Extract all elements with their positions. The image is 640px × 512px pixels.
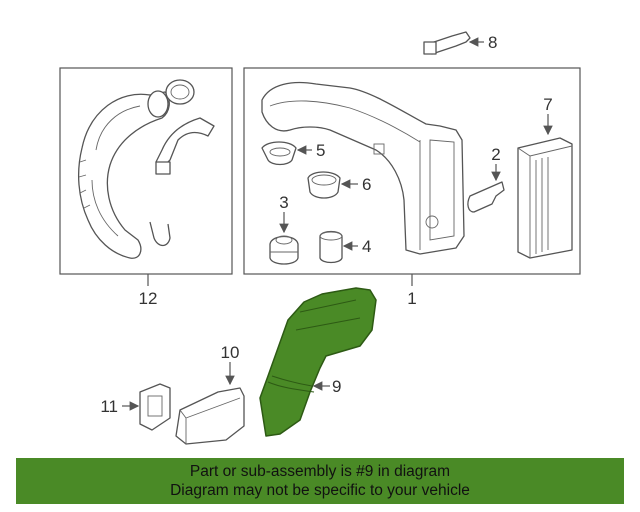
callout-11: 11	[100, 397, 118, 416]
callout-9: 9	[332, 377, 341, 396]
callout-2: 2	[491, 145, 500, 164]
mount-3-part[interactable]	[269, 235, 299, 265]
callout-6: 6	[362, 175, 371, 194]
air-cleaner-housing-part[interactable]	[261, 81, 465, 255]
callout-4: 4	[362, 237, 371, 256]
air-duct-9-part[interactable]	[259, 287, 377, 437]
banner-line-2: Diagram may not be specific to your vehi…	[170, 482, 470, 499]
assembly-12-frame	[59, 67, 233, 275]
callout-12: 12	[139, 289, 158, 308]
wire-clip-part[interactable]	[149, 221, 171, 247]
grommet-5-part[interactable]	[261, 141, 297, 166]
info-banner: Part or sub-assembly is #9 in diagram Di…	[16, 458, 624, 504]
deflector-10-part[interactable]	[175, 387, 245, 445]
hose-clamp-part[interactable]	[165, 79, 195, 105]
callout-5: 5	[316, 141, 325, 160]
banner-line-1: Part or sub-assembly is #9 in diagram	[189, 463, 451, 480]
air-filter-7-part[interactable]	[517, 137, 573, 259]
callout-7: 7	[543, 95, 552, 114]
bracket-2-part[interactable]	[467, 181, 505, 213]
sensor-8-part[interactable]	[423, 31, 471, 55]
seal-11-part[interactable]	[139, 383, 171, 431]
highlighted-duct-shape	[259, 287, 377, 437]
vent-tube-part[interactable]	[155, 117, 215, 175]
bushing-4-part[interactable]	[319, 230, 343, 264]
grommet-6-part[interactable]	[307, 171, 341, 199]
intake-duct-part[interactable]	[78, 90, 170, 259]
callout-1: 1	[407, 289, 416, 308]
callout-10: 10	[221, 343, 240, 362]
callout-3: 3	[279, 193, 288, 212]
callout-8: 8	[488, 33, 497, 52]
